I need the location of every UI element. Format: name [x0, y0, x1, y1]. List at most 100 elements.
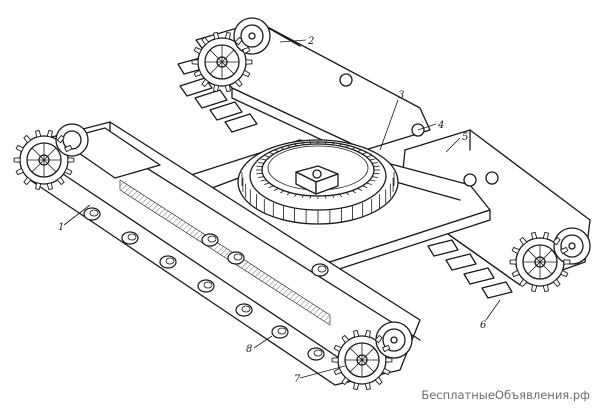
- sprocket-tooth: [341, 334, 350, 344]
- sprocket-tooth: [333, 367, 343, 376]
- ring-tooth: [362, 151, 368, 155]
- ring-tooth: [264, 155, 270, 158]
- sprocket-tooth: [245, 59, 253, 65]
- callout-2-label: 2: [307, 36, 314, 47]
- sprocket-tooth: [15, 144, 25, 153]
- ring-tooth: [369, 158, 376, 161]
- sprocket-tooth: [224, 31, 231, 40]
- left-bottom-idler: [375, 321, 413, 359]
- ring-tooth: [301, 141, 304, 146]
- sprocket-tooth: [511, 269, 521, 278]
- rear-idler-sprocket: [233, 17, 271, 55]
- sprocket-tooth: [15, 167, 25, 176]
- watermark: БесплатныеОбъявления.рф: [421, 388, 590, 402]
- sprocket-tooth: [201, 36, 210, 46]
- sprocket-tooth: [552, 236, 561, 246]
- callout-5: 5: [445, 132, 468, 153]
- sprocket-tooth: [341, 376, 350, 386]
- sprocket-tooth: [333, 344, 343, 353]
- ring-tooth: [293, 142, 297, 147]
- ring-tooth: [357, 149, 362, 152]
- ring-tooth: [366, 182, 372, 185]
- sprocket-tooth: [353, 382, 360, 391]
- ring-tooth: [332, 141, 335, 146]
- sprocket-tooth: [563, 259, 571, 265]
- ring-tooth: [366, 155, 372, 158]
- sprocket-tooth: [224, 84, 231, 93]
- sprocket-tooth: [542, 231, 549, 240]
- sprocket-tooth: [364, 382, 371, 391]
- ring-tooth: [332, 194, 335, 199]
- ring-tooth: [309, 195, 312, 199]
- sprocket-tooth: [381, 344, 391, 353]
- right-idler-sprocket: [553, 227, 591, 265]
- sprocket-tooth: [234, 36, 243, 46]
- ring-tooth: [274, 149, 279, 152]
- ring-tooth: [258, 176, 264, 178]
- sprocket-tooth: [23, 176, 32, 186]
- road-wheel: [121, 231, 139, 245]
- sprocket-tooth: [531, 231, 538, 240]
- callout-3: 3: [379, 90, 404, 151]
- sprocket-tooth: [13, 157, 21, 163]
- ring-tooth: [362, 185, 368, 189]
- road-wheel: [311, 263, 329, 277]
- callout-3-label: 3: [398, 90, 404, 101]
- sprocket-tooth: [35, 129, 42, 138]
- ring-tooth: [372, 162, 378, 164]
- sprocket-tooth: [531, 284, 538, 293]
- sprocket-tooth: [63, 144, 73, 153]
- ring-tooth: [372, 176, 378, 178]
- callout-6-label: 6: [480, 320, 487, 331]
- sprocket-tooth: [35, 182, 42, 191]
- callout-6: 6: [480, 299, 501, 331]
- left-rear-idler: [55, 123, 89, 157]
- road-wheel: [227, 251, 245, 265]
- sprocket-tooth: [23, 134, 32, 144]
- sprocket-tooth: [193, 46, 203, 55]
- sprocket-teeth: [13, 31, 571, 391]
- ring-tooth: [286, 144, 291, 148]
- sprocket-tooth: [56, 134, 65, 144]
- ring-tooth: [324, 195, 327, 199]
- road-wheel: [83, 207, 101, 221]
- road-wheels: [83, 207, 329, 361]
- sprocket-tooth: [381, 367, 391, 376]
- ring-tooth: [260, 179, 267, 182]
- road-wheel: [271, 325, 289, 339]
- ring-tooth: [369, 179, 376, 182]
- sprocket-tooth: [241, 69, 251, 78]
- callout-7: 7: [294, 365, 346, 385]
- slewing-ring: [237, 139, 399, 225]
- callout-5-label: 5: [462, 132, 468, 143]
- road-wheel: [201, 233, 219, 247]
- ring-tooth: [339, 142, 343, 147]
- ring-tooth: [258, 162, 264, 164]
- sprocket-tooth: [559, 246, 569, 255]
- sprocket-tooth: [509, 259, 517, 265]
- sprocket-tooth: [63, 167, 73, 176]
- sprocket-tooth: [46, 182, 53, 191]
- ring-tooth: [357, 188, 362, 191]
- ring-tooth: [301, 194, 304, 199]
- ring-tooth: [309, 141, 312, 145]
- sprocket-tooth: [213, 84, 220, 93]
- sprocket-tooth: [241, 46, 251, 55]
- sprocket-tooth: [511, 246, 521, 255]
- rear-drive-sprocket: [197, 37, 247, 87]
- callout-7-label: 7: [294, 374, 301, 385]
- callout-8-label: 8: [246, 344, 252, 355]
- ring-tooth: [268, 151, 274, 155]
- ring-tooth: [324, 141, 327, 145]
- ring-tooth: [351, 146, 356, 150]
- sprocket-tooth: [353, 329, 360, 338]
- ring-tooth: [351, 190, 356, 194]
- sprocket-tooth: [201, 78, 210, 88]
- sprocket-tooth: [67, 157, 75, 163]
- sprocket-tooth: [331, 357, 339, 363]
- callout-1-label: 1: [58, 222, 64, 233]
- ring-tooth: [345, 144, 350, 148]
- road-wheel: [197, 279, 215, 293]
- ring-tooth: [280, 146, 285, 150]
